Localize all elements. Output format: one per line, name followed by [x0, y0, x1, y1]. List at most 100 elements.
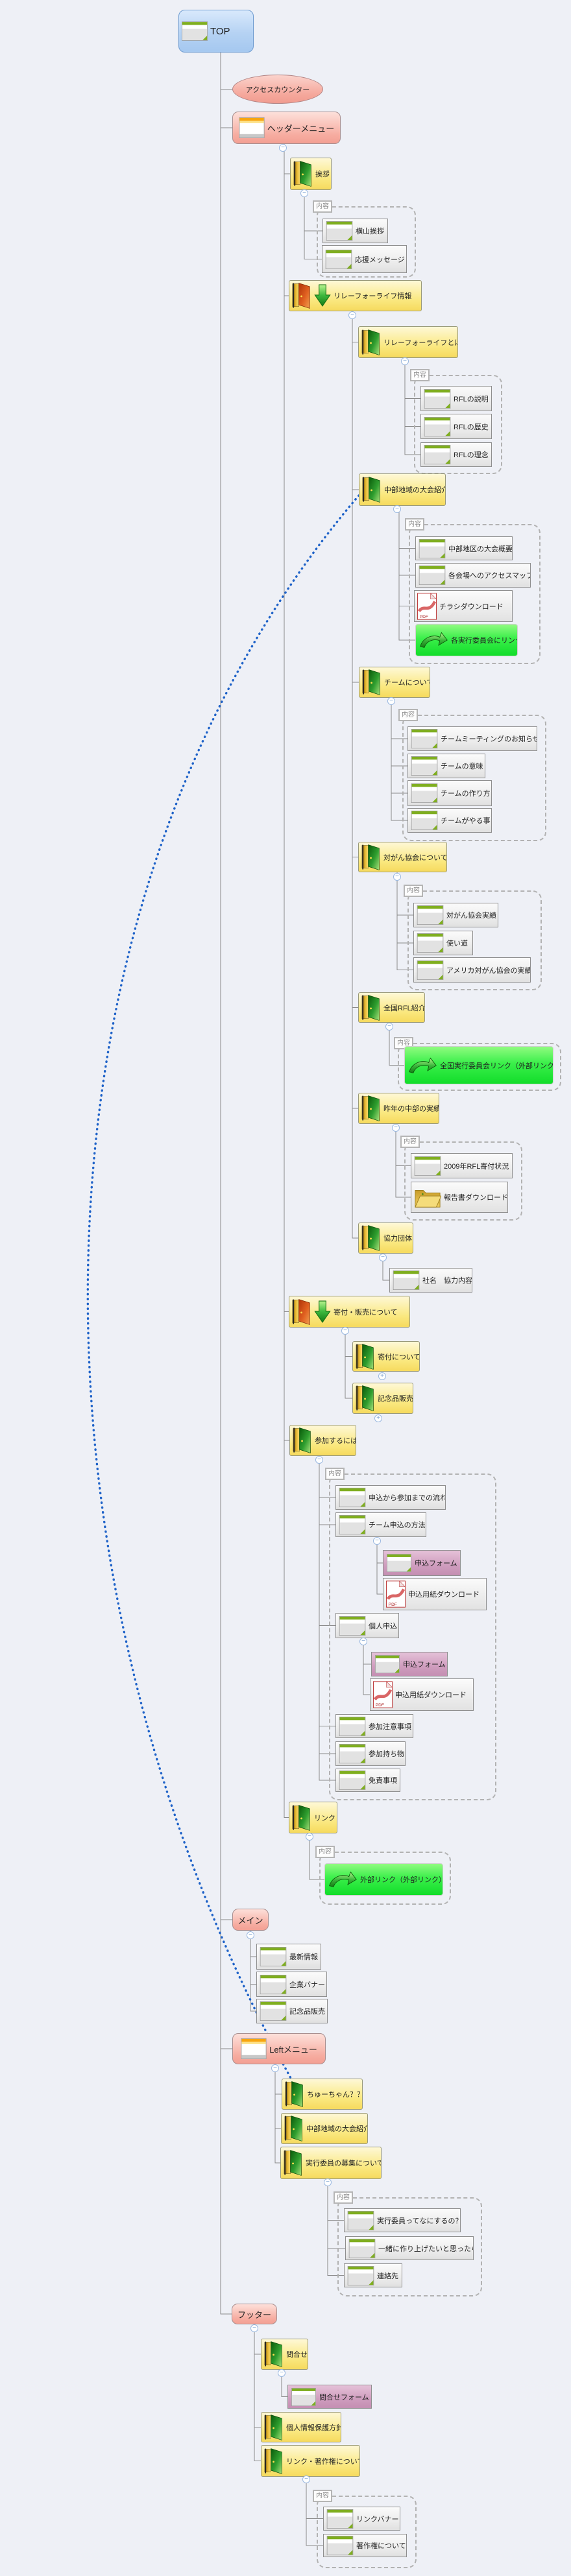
node-team-howto[interactable]: チームの作り方 — [407, 780, 492, 806]
tree-connector — [352, 311, 358, 857]
node-access-counter[interactable]: アクセスカウンター — [232, 75, 323, 104]
node-rfl-philosophy[interactable]: RFLの理念 — [420, 442, 492, 467]
node-rfl-info[interactable]: リレーフォーライフ情報 — [289, 280, 422, 311]
node-society-results[interactable]: 対がん協会実績 — [413, 903, 498, 927]
node-inquiry-form[interactable]: 問合せフォーム — [287, 2385, 372, 2409]
node-chubu-intro-left[interactable]: 中部地域の大会紹介 — [281, 2113, 368, 2144]
node-donation-usage[interactable]: 使い道 — [413, 931, 473, 955]
node-team-meeting-news[interactable]: チームミーティングのお知らせ — [407, 726, 537, 751]
node-label: 各実行委員会にリンク — [451, 637, 518, 645]
collapse-toggle[interactable]: − — [348, 311, 356, 319]
tree-connector — [281, 2370, 287, 2397]
node-partner-names[interactable]: 社名 協力内容 — [389, 1268, 472, 1293]
node-committee-links[interactable]: 各実行委員会にリンク — [415, 624, 518, 656]
node-team-todo[interactable]: チームがやる事 — [407, 808, 492, 833]
node-rfl-about[interactable]: リレーフォーライフとは — [358, 326, 458, 358]
collapse-toggle[interactable]: − — [306, 1833, 313, 1841]
node-what-committee-does[interactable]: 実行委員ってなにするの？ — [344, 2208, 461, 2232]
node-how-to-participate[interactable]: 参加するには — [289, 1425, 356, 1456]
collapse-toggle[interactable]: − — [300, 189, 308, 197]
node-national-committee-link[interactable]: 全国実行委員会リンク（外部リンク） — [404, 1046, 553, 1084]
collapse-toggle[interactable]: − — [279, 144, 287, 152]
collapse-toggle[interactable]: − — [324, 2178, 332, 2186]
collapse-toggle[interactable]: − — [278, 2369, 286, 2377]
node-left-menu[interactable]: Leftメニュー — [232, 2033, 326, 2064]
node-souvenir-sales[interactable]: 記念品販売 — [352, 1383, 413, 1414]
node-privacy-policy[interactable]: 個人情報保護方針 — [261, 2412, 341, 2442]
node-partner-organizations[interactable]: 協力団体 — [358, 1222, 413, 1254]
node-inquiry[interactable]: 問合せ — [261, 2339, 308, 2370]
node-participation-notes[interactable]: 参加注意事項 — [335, 1714, 413, 1738]
collapse-toggle[interactable]: − — [393, 873, 401, 881]
collapse-toggle[interactable]: − — [401, 357, 409, 365]
node-label: チームの作り方 — [441, 790, 491, 798]
node-support-message[interactable]: 応援メッセージ — [322, 245, 407, 273]
collapse-toggle[interactable]: − — [302, 2475, 310, 2483]
node-join-together[interactable]: 一緒に作り上げたいと思ったら — [345, 2236, 474, 2260]
node-label: 個人申込 — [369, 1622, 397, 1630]
node-latest-info[interactable]: 最新情報 — [256, 1944, 321, 1970]
node-team-meaning[interactable]: チームの意味 — [407, 754, 485, 778]
collapse-toggle[interactable]: − — [247, 1931, 254, 1939]
node-company-banner[interactable]: 企業バナー — [256, 1972, 327, 1997]
collapse-toggle[interactable]: − — [373, 1537, 381, 1545]
node-chu-chan[interactable]: ちゅーちゃん？？ — [282, 2079, 363, 2110]
node-label: 連絡先 — [377, 2272, 398, 2280]
node-rfl-history[interactable]: RFLの歴史 — [420, 414, 492, 439]
expand-toggle[interactable]: + — [378, 1372, 386, 1380]
node-donation-sales[interactable]: 寄付・販売について — [289, 1296, 410, 1328]
node-top[interactable]: TOP — [178, 10, 254, 53]
node-about-donation[interactable]: 寄付について — [352, 1341, 420, 1372]
collapse-toggle[interactable]: − — [387, 697, 395, 705]
node-venue-access-map[interactable]: 各会場へのアクセスマップ — [415, 563, 531, 588]
collapse-toggle[interactable]: − — [271, 2064, 279, 2072]
collapse-toggle[interactable]: − — [392, 1124, 400, 1132]
collapse-toggle[interactable]: − — [385, 1023, 393, 1031]
collapse-toggle[interactable]: − — [359, 1638, 367, 1645]
node-label: 免責事項 — [369, 1777, 397, 1785]
node-label: 全国実行委員会リンク（外部リンク） — [440, 1062, 553, 1070]
node-external-links[interactable]: 外部リンク（外部リンク） — [324, 1863, 443, 1896]
node-cancer-society[interactable]: 対がん協会について — [358, 842, 447, 872]
node-footer-menu[interactable]: フッター — [232, 2304, 277, 2324]
page-icon — [386, 1554, 412, 1572]
node-report-download[interactable]: 報告書ダウンロード — [411, 1182, 508, 1213]
node-acs-results[interactable]: アメリカ対がん協会の実績 — [413, 957, 531, 983]
node-souvenir-sales-main[interactable]: 記念品販売 — [256, 1999, 328, 2023]
node-about-copyright[interactable]: 著作権について — [323, 2534, 407, 2557]
node-national-rfl[interactable]: 全国RFL紹介 — [358, 992, 425, 1023]
node-rfl-description[interactable]: RFLの説明 — [420, 386, 492, 411]
node-chubu-overview[interactable]: 中部地区の大会概要 — [415, 536, 513, 560]
node-contact-info[interactable]: 連絡先 — [344, 2263, 402, 2287]
node-link-banner[interactable]: リンクバナー — [323, 2507, 400, 2531]
collapse-toggle[interactable]: − — [393, 505, 401, 513]
node-disclaimer[interactable]: 免責事項 — [335, 1769, 400, 1792]
node-things-to-bring[interactable]: 参加持ち物 — [335, 1741, 406, 1766]
node-committee-recruit[interactable]: 実行委員の募集について — [280, 2147, 382, 2179]
node-chubu-intro[interactable]: 中部地域の大会紹介 — [359, 473, 446, 506]
node-links[interactable]: リンク — [289, 1802, 337, 1833]
node-about-teams[interactable]: チームについて — [359, 667, 430, 698]
node-individual-application[interactable]: 個人申込 — [335, 1613, 399, 1638]
node-link-copyright[interactable]: リンク・著作権について — [261, 2445, 360, 2477]
node-team-application[interactable]: チーム申込の方法 — [335, 1512, 426, 1537]
collapse-toggle[interactable]: − — [250, 2324, 258, 2332]
node-yokoyama-greeting[interactable]: 横山挨拶 — [322, 219, 388, 243]
node-greeting[interactable]: 挨拶 — [290, 158, 332, 190]
node-team-apply-form[interactable]: 申込フォーム — [383, 1550, 461, 1576]
expand-toggle[interactable]: + — [374, 1414, 382, 1422]
node-donation-status-2009[interactable]: 2009年RFL寄付状況 — [411, 1153, 513, 1178]
collapse-toggle[interactable]: − — [379, 1254, 387, 1261]
node-application-flow[interactable]: 申込から参加までの流れ — [335, 1485, 446, 1510]
node-lastyear-chubu-results[interactable]: 昨年の中部の実績 — [358, 1093, 439, 1124]
collapse-toggle[interactable]: − — [315, 1456, 323, 1464]
node-individual-apply-form[interactable]: 申込フォーム — [371, 1652, 448, 1676]
door-green-icon — [361, 1095, 381, 1122]
content-group-label: 内容 — [405, 518, 424, 531]
node-header-menu[interactable]: ヘッダーメニュー — [232, 112, 341, 144]
collapse-toggle[interactable]: − — [341, 1327, 349, 1335]
node-main-menu[interactable]: メイン — [232, 1909, 269, 1931]
